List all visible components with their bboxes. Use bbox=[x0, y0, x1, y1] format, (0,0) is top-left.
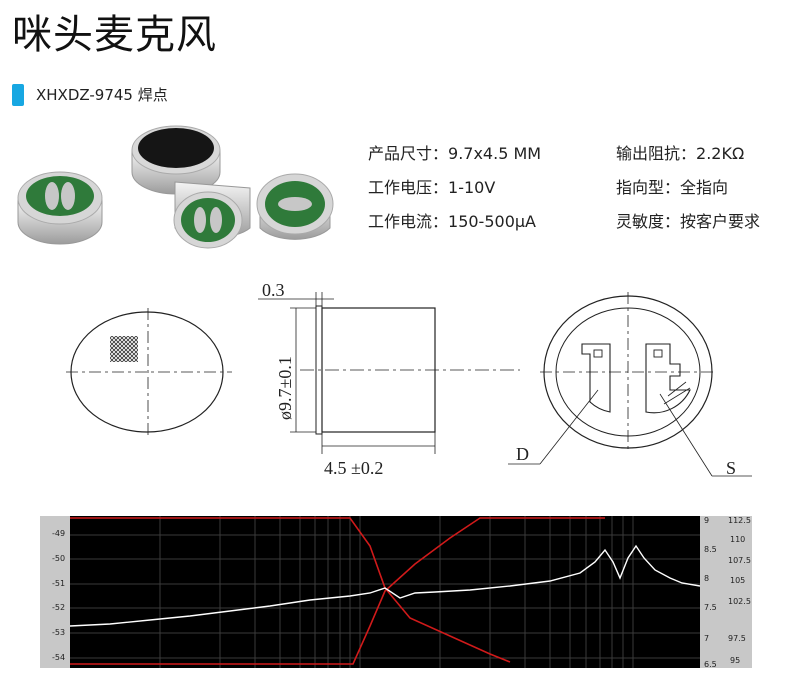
graph-left-axis bbox=[40, 516, 70, 668]
red-curve-falling bbox=[70, 517, 511, 663]
right-tick-a-0: 9 bbox=[704, 516, 710, 525]
pin-label-s: S bbox=[726, 458, 736, 478]
spec-voltage: 工作电压：1-10V bbox=[368, 178, 496, 197]
left-tick-5: -54 bbox=[52, 653, 66, 662]
right-tick-b-4: 102.5 bbox=[728, 597, 751, 606]
right-tick-b-1: 110 bbox=[730, 535, 746, 544]
capsule-mesh-top bbox=[131, 125, 221, 195]
technical-drawings: 0.3 ø9.7±0.1 4.5 ±0.2 D S bbox=[66, 280, 752, 478]
graph-right-axis bbox=[700, 516, 752, 668]
left-tick-2: -51 bbox=[52, 579, 66, 588]
product-photo bbox=[17, 125, 334, 249]
right-tick-a-2: 8 bbox=[704, 574, 710, 583]
spec-current: 工作电流：150-500μA bbox=[368, 212, 536, 231]
spec-sensitivity: 灵敏度：按客户要求 bbox=[616, 212, 761, 231]
dim-top: 0.3 bbox=[262, 280, 285, 300]
right-tick-a-5: 6.5 bbox=[704, 660, 717, 669]
red-curve-rising bbox=[70, 517, 605, 665]
right-tick-b-0: 112.5 bbox=[728, 516, 751, 525]
spec-size: 产品尺寸：9.7x4.5 MM bbox=[368, 144, 542, 163]
spec-directivity: 指向型：全指向 bbox=[616, 178, 729, 197]
model-badge bbox=[12, 84, 24, 106]
right-tick-a-4: 7 bbox=[704, 634, 710, 643]
frequency-response-graph bbox=[70, 516, 700, 668]
capsule-right bbox=[256, 173, 334, 240]
dim-diameter: ø9.7±0.1 bbox=[275, 356, 295, 420]
capsule-left bbox=[17, 171, 103, 245]
side-view bbox=[258, 292, 520, 454]
left-tick-3: -52 bbox=[52, 603, 66, 612]
right-tick-a-3: 7.5 bbox=[704, 603, 717, 612]
right-tick-a-1: 8.5 bbox=[704, 545, 717, 554]
response-curve bbox=[70, 544, 700, 627]
back-view bbox=[508, 292, 752, 477]
page-title: 咪头麦克风 bbox=[12, 12, 217, 58]
spec-impedance: 输出阻抗：2.2KΩ bbox=[616, 144, 745, 163]
right-tick-b-3: 105 bbox=[730, 576, 746, 585]
left-tick-4: -53 bbox=[52, 628, 66, 637]
pin-label-d: D bbox=[516, 444, 529, 464]
dim-length: 4.5 ±0.2 bbox=[324, 458, 383, 478]
capsule-middle bbox=[173, 181, 251, 249]
right-tick-b-2: 107.5 bbox=[728, 556, 751, 565]
right-tick-b-6: 95 bbox=[730, 656, 741, 665]
left-tick-0: -49 bbox=[52, 529, 66, 538]
left-tick-1: -50 bbox=[52, 554, 66, 563]
right-tick-b-5: 97.5 bbox=[728, 634, 746, 643]
model-label: XHXDZ-9745 焊点 bbox=[36, 86, 168, 104]
front-view bbox=[66, 308, 232, 438]
